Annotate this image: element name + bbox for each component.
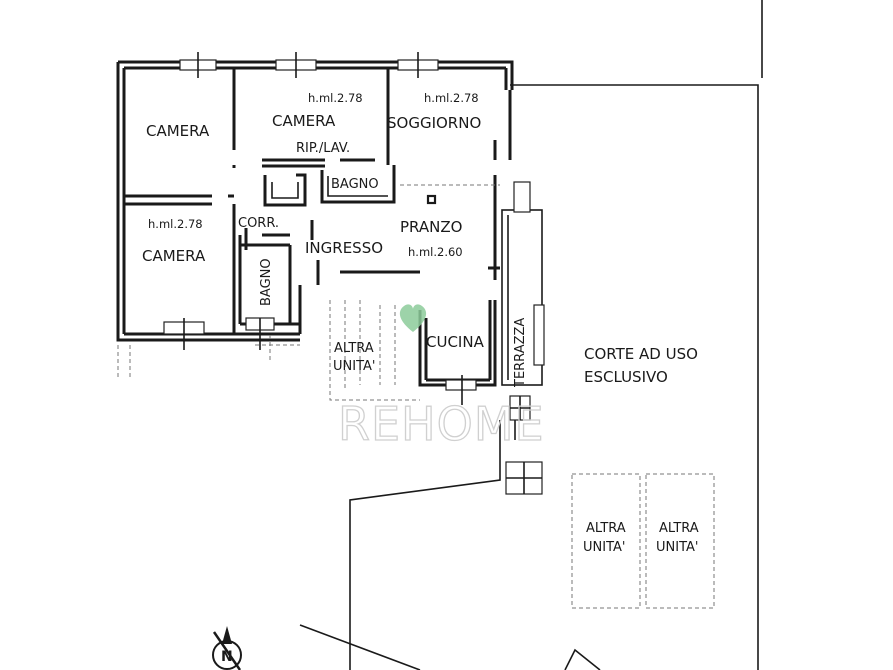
label-park1-1: ALTRA [586,521,626,536]
height-camera-top: h.ml.2.78 [308,91,363,105]
height-camera-bottom: h.ml.2.78 [148,217,203,231]
label-altra-unita-left-1: ALTRA [334,341,374,356]
parking-stalls [571,473,715,609]
label-corte-1: CORTE AD USO [584,345,698,363]
label-altra-unita-left-2: UNITA' [333,359,375,374]
compass-icon: N [212,626,242,670]
label-park1-2: UNITA' [583,540,625,555]
room-camera-bottom-left: CAMERA [142,247,206,265]
watermark-text: REHOME [338,397,545,451]
label-park2-1: ALTRA [659,521,699,536]
room-rip-lav: RIP./LAV. [296,141,350,156]
room-bagno-left: BAGNO [259,258,274,306]
room-corr: CORR. [238,216,279,231]
bottom-windows [163,317,477,405]
room-ingresso: INGRESSO [305,239,383,257]
lot-boundary [299,0,763,670]
room-terrazza: TERRAZZA [513,318,528,388]
room-camera-top-mid: CAMERA [272,112,336,130]
room-camera-top-left: CAMERA [146,122,210,140]
courtyard-window [505,461,543,495]
height-soggiorno: h.ml.2.78 [424,91,479,105]
room-pranzo: PRANZO [400,218,462,236]
top-windows [179,52,439,78]
watermark-heart-icon [399,304,427,332]
label-corte-2: ESCLUSIVO [584,368,668,386]
interior-walls [124,68,500,387]
room-soggiorno: SOGGIORNO [387,114,481,132]
altra-unita-outline [117,184,500,401]
terrazza-outline [501,181,545,421]
compass-north-label: N [221,649,233,665]
height-pranzo: h.ml.2.60 [408,245,463,259]
label-park2-2: UNITA' [656,540,698,555]
room-bagno-top: BAGNO [331,177,379,192]
room-cucina: CUCINA [426,333,485,351]
